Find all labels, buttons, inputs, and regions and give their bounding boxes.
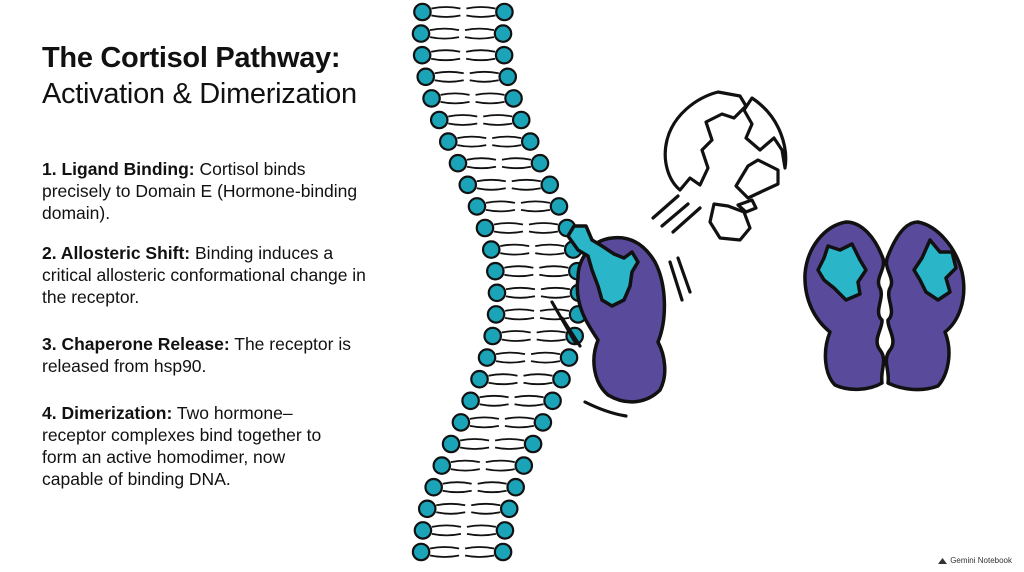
step-label: 3. Chaperone Release: (42, 334, 230, 354)
lipid-head (412, 45, 432, 65)
lipid-head (481, 240, 501, 259)
lipid-head (504, 89, 523, 108)
lipid-head (487, 283, 507, 303)
lipid-head (514, 456, 534, 475)
lipid-head (533, 413, 553, 432)
lipid-tail-pair (504, 265, 569, 278)
lipid-tail-pair (431, 524, 497, 537)
brand-name: Gemini Notebook (950, 556, 1012, 565)
lipid-head (475, 218, 495, 238)
lipid-head (416, 67, 436, 87)
lipid-head (486, 305, 506, 324)
shattered-hsp90-icon (663, 90, 788, 242)
lipid-head (552, 369, 571, 389)
lipid-tail-pair (430, 49, 496, 62)
lipid-tail-pair (495, 351, 561, 364)
step-text: The receptor is released from hsp90. (42, 334, 351, 376)
lipid-tail-pair (488, 373, 553, 386)
step-allosteric-shift: 2. Allosteric Shift: Binding induces a c… (42, 242, 372, 308)
receptor-homodimer-icon (803, 220, 966, 392)
lipid-tail-pair (493, 222, 559, 234)
step-label: 2. Allosteric Shift: (42, 243, 191, 263)
lipid-tail-pair (431, 6, 496, 18)
lipid-head (498, 67, 518, 87)
lipid-head (441, 434, 461, 454)
lipid-head (511, 110, 531, 130)
lipid-head (540, 175, 560, 195)
title-subtitle: Activation & Dimerization (42, 78, 357, 110)
step-label: 4. Dimerization: (42, 403, 173, 423)
lipid-tail-pair (504, 308, 570, 321)
slide-title: The Cortisol Pathway: Activation & Dimer… (42, 40, 442, 112)
lipid-tail-pair (457, 135, 522, 148)
lipid-tail-pair (501, 330, 566, 342)
lipid-head (424, 477, 443, 497)
lipid-head (429, 110, 449, 130)
step-text: Binding induces a critical allosteric co… (42, 243, 366, 307)
lipid-head (493, 542, 513, 562)
step-dimerization: 4. Dimerization: Two hormone–receptor co… (42, 402, 342, 490)
lipid-tail-pair (505, 286, 571, 299)
lipid-tail-pair (450, 459, 515, 472)
lipid-head (520, 132, 540, 151)
lipid-head (549, 197, 569, 216)
lipid-head (432, 456, 452, 475)
lipid-tail-pair (500, 243, 565, 256)
lipid-tail-pair (469, 416, 535, 429)
lipid-head (413, 2, 432, 22)
lipid-head (477, 348, 497, 367)
step-text: Two hormone–receptor complexes bind toge… (42, 403, 322, 489)
lipid-head (495, 521, 515, 540)
lipid-tail-pair (429, 546, 495, 558)
lipid-head (493, 24, 513, 43)
activated-receptor-icon (566, 224, 667, 404)
lipid-head (494, 45, 514, 65)
lipid-tail-pair (466, 157, 532, 170)
lipid-head (523, 434, 543, 454)
lipid-head (461, 391, 480, 411)
lipid-tail-pair (459, 438, 525, 450)
step-label: 1. Ligand Binding: (42, 159, 195, 179)
lipid-tail-pair (434, 70, 499, 83)
lipid-head (467, 197, 487, 216)
lipid-head (470, 369, 489, 389)
lipid-head (411, 542, 431, 562)
lipid-head (438, 132, 458, 151)
lipid-head (413, 521, 433, 540)
lipid-head (499, 499, 519, 519)
lipid-head (486, 261, 505, 281)
brand-footer: Gemini Notebook (938, 556, 1012, 565)
step-chaperone-release: 3. Chaperone Release: The receptor is re… (42, 333, 382, 377)
lipid-head (543, 391, 562, 411)
step-ligand-binding: 1. Ligand Binding: Cortisol binds precis… (42, 158, 372, 224)
lipid-head (458, 175, 478, 195)
lipid-head (422, 89, 441, 108)
lipid-head (451, 413, 471, 432)
lipid-head (417, 499, 437, 519)
lipid-head (448, 153, 468, 173)
lipid-tail-pair (479, 394, 544, 407)
gemini-notebook-icon (938, 557, 948, 564)
step-text: Cortisol binds precisely to Domain E (Ho… (42, 159, 358, 223)
lipid-tail-pair (440, 92, 505, 105)
lipid-tail-pair (436, 502, 501, 515)
membrane-bilayer (411, 2, 589, 562)
lipid-tail-pair (429, 27, 495, 40)
lipid-tail-pair (485, 200, 551, 213)
lipid-head (506, 477, 525, 497)
lipid-tail-pair (442, 481, 507, 494)
lipid-head (495, 2, 514, 22)
lipid-tail-pair (476, 178, 541, 191)
lipid-tail-pair (448, 114, 513, 126)
lipid-head (411, 24, 431, 43)
lipid-head (559, 348, 579, 367)
lipid-head (483, 326, 502, 346)
motion-lines (550, 194, 702, 418)
lipid-head (530, 153, 550, 173)
title-main: The Cortisol Pathway: (42, 42, 341, 74)
